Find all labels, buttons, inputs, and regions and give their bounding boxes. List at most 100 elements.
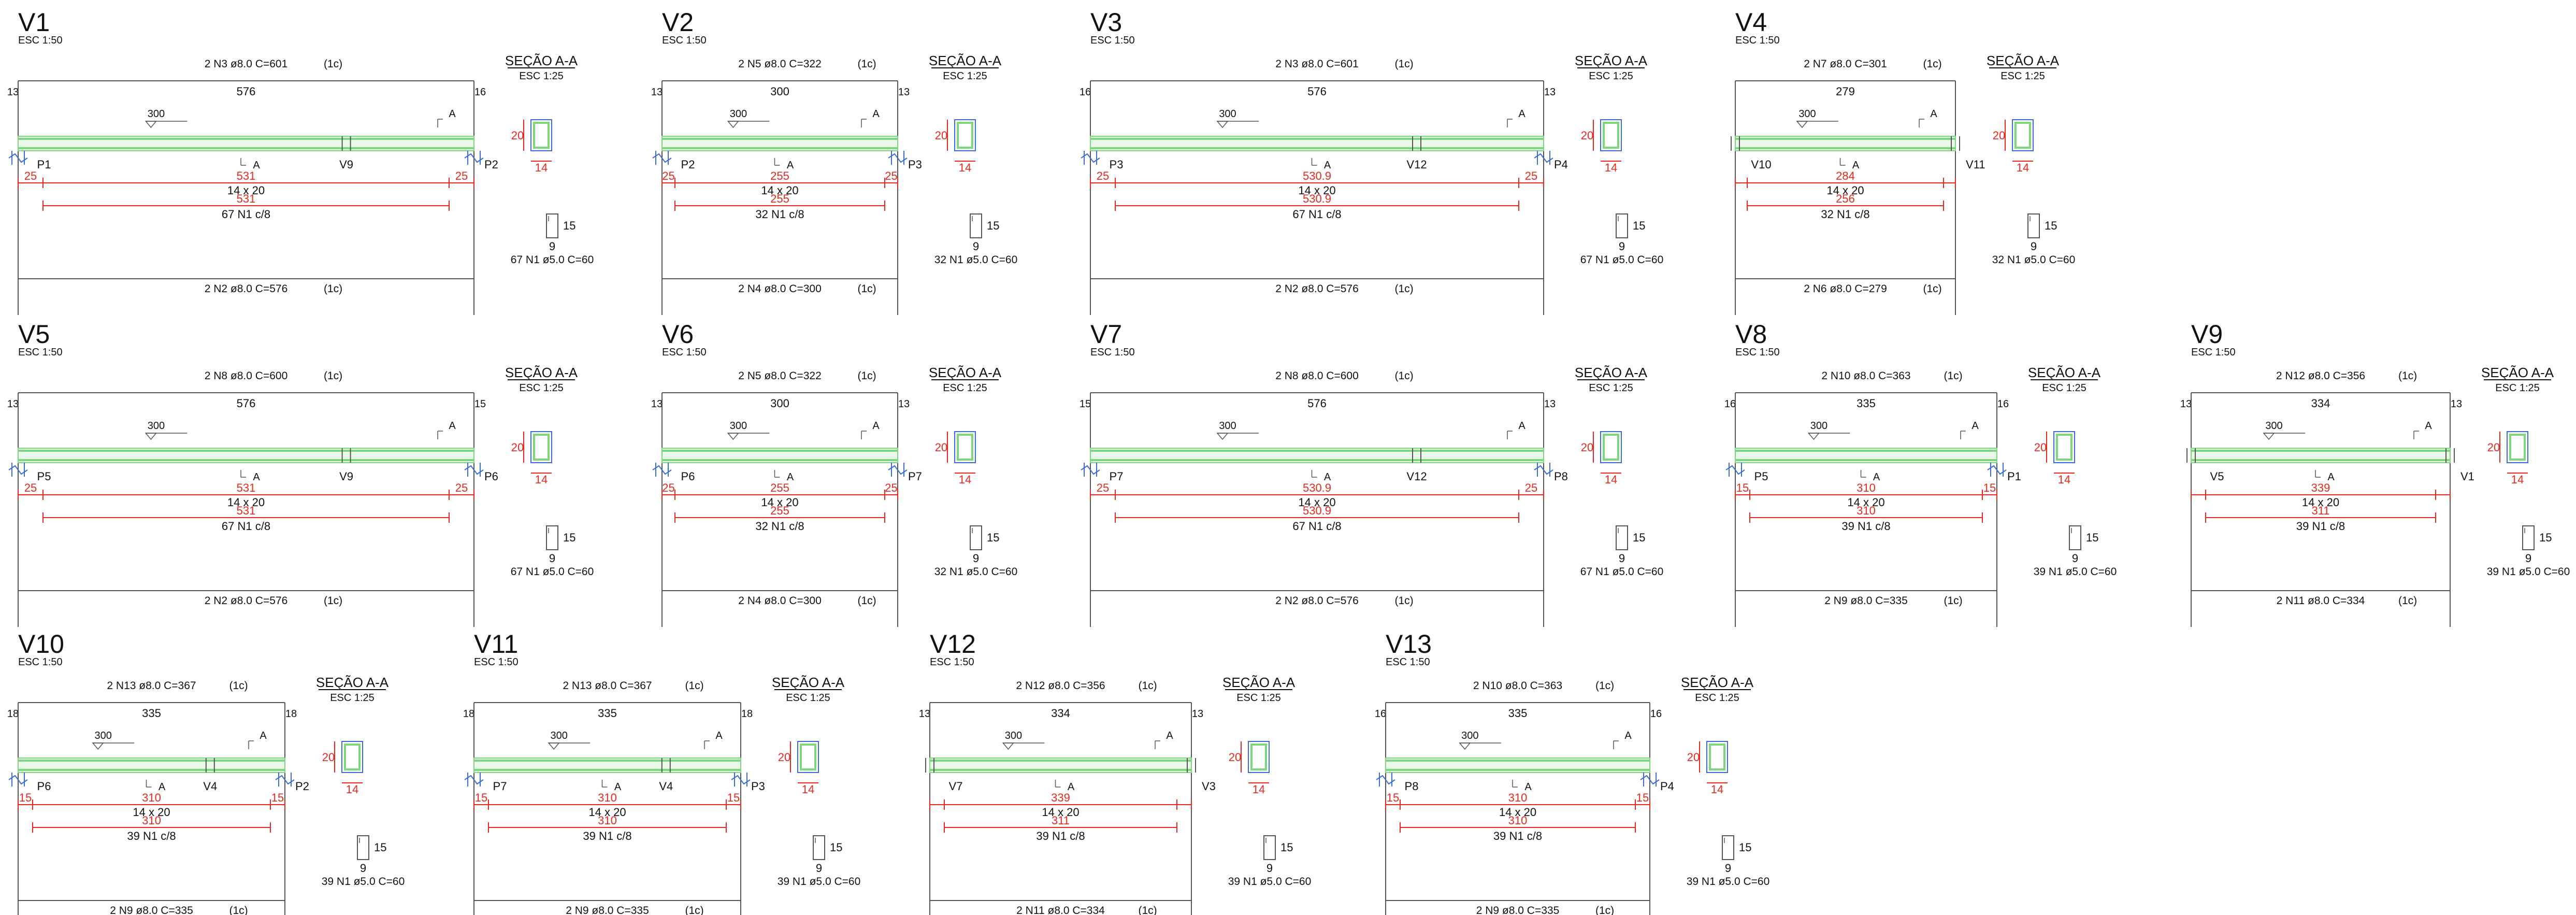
section-scale: ESC 1:25: [519, 70, 564, 82]
stirrup-height-label: 15: [563, 531, 575, 544]
beam-title: V4: [1735, 8, 1767, 37]
bottom-bar-label: 2 N4 ø8.0 C=300: [738, 595, 822, 607]
support-label: P2: [681, 158, 695, 171]
section-height-label: 20: [935, 129, 947, 142]
cover-marker: 300: [95, 730, 112, 741]
section-stirrup: [533, 434, 550, 461]
clear-span-label: 255: [770, 169, 789, 182]
bottom-bar-label: 2 N4 ø8.0 C=300: [738, 283, 822, 295]
break-symbol-icon: [1640, 775, 1660, 785]
left-anchor-label: 13: [651, 398, 663, 410]
stirrup-span-label: 530.9: [1303, 192, 1331, 205]
stirrup-width-label: 9: [360, 862, 366, 875]
break-symbol-icon: [1376, 775, 1395, 785]
support-width-label: 25: [1525, 481, 1537, 494]
top-bar-layer: (1c): [1139, 680, 1157, 692]
beam-scale: ESC 1:50: [18, 347, 63, 358]
section-stirrup: [2056, 434, 2073, 461]
support-width-label: 25: [24, 481, 37, 494]
support-label: P7: [908, 470, 922, 483]
section-height-label: 20: [511, 441, 524, 454]
stirrup-shape-icon: [2522, 525, 2535, 550]
section-title: SEÇÃO A-A: [2481, 365, 2554, 380]
section-scale: ESC 1:25: [2001, 70, 2045, 82]
top-bar-layer: (1c): [229, 680, 248, 692]
support-label: P6: [484, 470, 498, 483]
support-label: P3: [751, 780, 765, 793]
left-anchor-label: 13: [919, 708, 930, 720]
section-size-label: 14 x 20: [2302, 496, 2339, 509]
top-bar-layer: (1c): [324, 370, 342, 382]
bottom-bar-label: 2 N9 ø8.0 C=335: [566, 905, 649, 915]
top-bar-label: 2 N10 ø8.0 C=363: [1821, 370, 1910, 382]
support-width-label: 15: [727, 791, 740, 804]
top-bar-label: 2 N3 ø8.0 C=601: [1275, 58, 1359, 70]
beam-scale: ESC 1:50: [662, 347, 707, 358]
cover-marker: 300: [1810, 420, 1827, 432]
clear-span-label: 339: [1051, 791, 1070, 804]
right-anchor-label: 18: [285, 708, 297, 720]
section-scale: ESC 1:25: [2495, 382, 2540, 394]
cut-mark-label: A: [1518, 108, 1526, 120]
bottom-bar-label: 2 N6 ø8.0 C=279: [1804, 283, 1887, 295]
section-outline: [1600, 431, 1622, 463]
section-stirrup: [800, 744, 816, 770]
top-bar-layer: (1c): [1595, 680, 1614, 692]
support-label: V5: [2210, 470, 2224, 483]
stirrup-width-label: 9: [549, 552, 555, 565]
right-anchor-label: 16: [1997, 398, 2009, 410]
cover-marker: 300: [730, 108, 747, 120]
beam-scale: ESC 1:50: [1735, 35, 1780, 46]
section-scale: ESC 1:25: [943, 382, 987, 394]
level-icon: [1216, 433, 1229, 440]
stirrup-spec-label: 32 N1 ø5.0 C=60: [934, 254, 1018, 266]
stirrup-spec-label: 39 N1 ø5.0 C=60: [1687, 876, 1770, 888]
support-label: P4: [1660, 780, 1674, 793]
stirrup-count-label: 32 N1 c/8: [755, 520, 804, 533]
support-label: P8: [1405, 780, 1419, 793]
beam-title: V3: [1090, 8, 1122, 37]
section-scale: ESC 1:25: [1589, 382, 1633, 394]
span-label: 576: [237, 85, 256, 98]
section-stirrup: [957, 434, 973, 461]
section-scale: ESC 1:25: [519, 382, 564, 394]
level-icon: [548, 742, 560, 750]
support-label: P1: [37, 158, 51, 171]
section-height-label: 20: [2487, 441, 2500, 454]
top-bar-label: 2 N12 ø8.0 C=356: [1016, 680, 1105, 692]
beam-scale: ESC 1:50: [1090, 35, 1135, 46]
support-label: V12: [1406, 158, 1427, 171]
support-width-label: 25: [1097, 481, 1109, 494]
section-outline: [1248, 741, 1270, 773]
support-width-label: 15: [1636, 791, 1649, 804]
top-bar-label: 2 N8 ø8.0 C=600: [205, 370, 288, 382]
top-bar-label: 2 N13 ø8.0 C=367: [107, 680, 196, 692]
top-bar-label: 2 N8 ø8.0 C=600: [1275, 370, 1359, 382]
level-icon: [1002, 742, 1015, 750]
cut-mark-label: A: [159, 781, 166, 793]
break-symbol-icon: [1987, 465, 2007, 475]
support-label: V4: [203, 780, 217, 793]
support-label: P6: [681, 470, 695, 483]
stirrup-height-label: 15: [987, 219, 999, 232]
cut-mark-label: A: [872, 420, 880, 432]
cut-mark-label: A: [787, 471, 794, 483]
span-label: 300: [770, 397, 789, 410]
section-width-label: 14: [959, 161, 971, 174]
section-height-label: 20: [1687, 751, 1700, 764]
level-icon: [1796, 121, 1808, 128]
section-height-label: 20: [1993, 129, 2005, 142]
stirrup-width-label: 9: [1619, 552, 1625, 565]
beam-scale: ESC 1:50: [1735, 347, 1780, 358]
top-bar-label: 2 N10 ø8.0 C=363: [1473, 680, 1562, 692]
support-width-label: 25: [662, 481, 674, 494]
clear-span-label: 255: [770, 481, 789, 494]
stirrup-shape-icon: [1722, 835, 1734, 860]
stirrup-span-label: 310: [598, 814, 617, 827]
